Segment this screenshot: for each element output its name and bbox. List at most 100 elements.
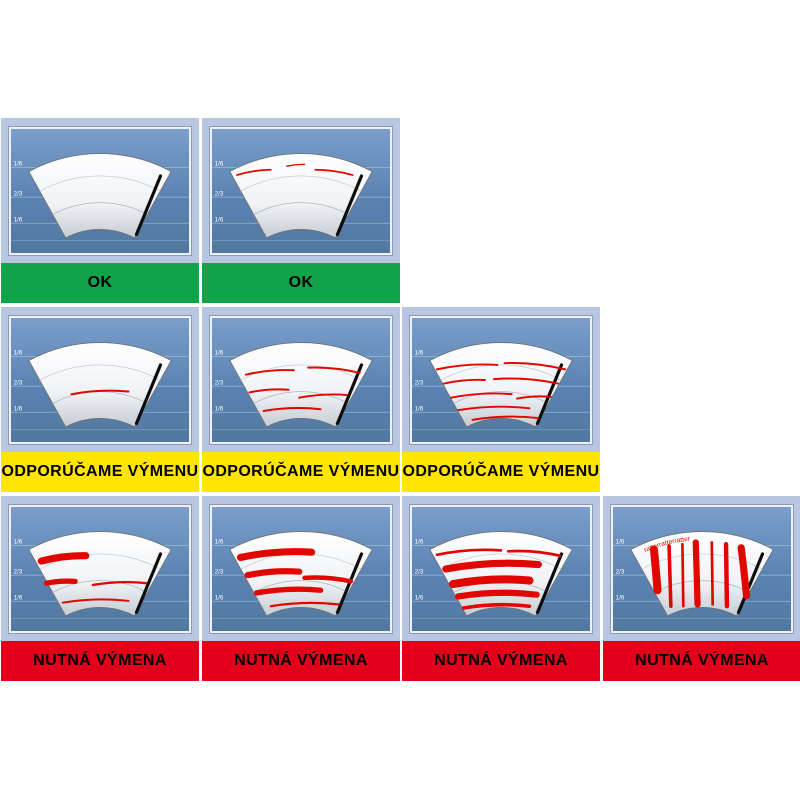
wear-streak [435, 362, 499, 370]
zone-label: 1/6 [14, 405, 23, 412]
wear-streak [302, 574, 354, 584]
illustration-area: 1/6 2/3 1/6 [1, 118, 199, 263]
wear-streak [236, 547, 316, 561]
zone-label: 1/6 [415, 538, 424, 545]
wear-streak [492, 377, 559, 385]
zone-label: 1/6 [616, 594, 625, 601]
wear-streak [506, 549, 562, 557]
sweep-arc-line [453, 390, 549, 404]
wiper-test-illustration: 1/62/31/6 [11, 506, 189, 631]
zone-label: 1/6 [14, 160, 23, 167]
sweep-arc-line [440, 553, 562, 570]
wear-streak [649, 545, 662, 594]
zone-label: 1/6 [215, 538, 224, 545]
status-label: NUTNÁ VÝMENA [603, 641, 800, 681]
wear-streak [91, 580, 148, 586]
sweep-arc-line [52, 201, 148, 215]
zone-label: 2/3 [14, 190, 23, 197]
wear-streak [236, 168, 272, 176]
sweep-arc-line [253, 201, 349, 215]
wear-streak [450, 391, 513, 399]
zone-label: 1/6 [215, 594, 224, 601]
wiper-test-illustration: 1/6 2/3 1/6 [11, 317, 189, 442]
wiper-blade [736, 551, 765, 614]
illustration-area: 1/6 2/3 1/6 [1, 307, 199, 452]
zone-label: 1/6 [415, 594, 424, 601]
zone-label: 2/3 [415, 379, 424, 386]
status-label: OK [1, 263, 199, 303]
sweep-arc-line [440, 364, 562, 381]
zone-label: 2/3 [215, 568, 224, 575]
zone-label: 2/3 [14, 568, 23, 575]
wear-streak [70, 389, 130, 395]
wear-streak [461, 602, 532, 610]
wiper-blade [134, 362, 163, 425]
sweep-arc-line [253, 390, 349, 404]
wiper-test-illustration: 1/6 2/3 1/6 [11, 128, 189, 253]
wear-streak [262, 406, 322, 412]
test-panel: 1/6 2/3 1/6 [9, 126, 191, 255]
wear-streak [737, 543, 751, 599]
wear-streak [503, 361, 567, 370]
windshield [28, 152, 172, 239]
wear-streak [516, 394, 552, 400]
wear-streak [286, 163, 306, 167]
wear-streak [307, 365, 361, 374]
wiper-blade [335, 362, 364, 425]
zone-label: 1/6 [215, 216, 224, 223]
zone-label: 1/6 [415, 349, 424, 356]
zone-label: 1/6 [215, 405, 224, 412]
zone-label: 1/6 [616, 538, 625, 545]
status-label: ODPORÚČAME VÝMENU [402, 452, 600, 492]
wear-streak [457, 405, 531, 411]
windshield [28, 341, 172, 428]
sweep-arc-line [39, 553, 161, 570]
zone-label: 2/3 [14, 379, 23, 386]
wiper-blade [335, 173, 364, 236]
wear-streak [435, 547, 503, 556]
wear-streak [448, 574, 534, 588]
zone-label: 2/3 [215, 379, 224, 386]
wear-streak [455, 589, 540, 600]
sweep-arc-line [52, 579, 148, 593]
sweep-arc-line [39, 364, 161, 381]
wiper-test-illustration: 1/62/31/6 [212, 128, 390, 253]
zone-label: 2/3 [215, 190, 224, 197]
zone-label: 1/6 [14, 349, 23, 356]
wear-streak [43, 577, 78, 586]
wiper-test-illustration: 1/6 2/3 1/6 [212, 506, 390, 631]
status-label: NUTNÁ VÝMENA [202, 641, 400, 681]
wear-streak [723, 541, 730, 608]
zone-label: 2/3 [415, 568, 424, 575]
wear-streak [443, 378, 486, 385]
windshield [28, 530, 172, 617]
wear-streak [61, 597, 130, 604]
wear-streak [269, 601, 340, 607]
zone-label: 2/3 [616, 568, 625, 575]
status-label: NUTNÁ VÝMENA [402, 641, 600, 681]
wear-streak [442, 559, 542, 573]
sweep-arc-line [240, 175, 362, 192]
wear-streak [471, 415, 540, 421]
zone-label: 1/6 [14, 216, 23, 223]
wear-streak [710, 540, 715, 606]
wear-streak [253, 586, 324, 596]
wear-streak [37, 551, 90, 565]
